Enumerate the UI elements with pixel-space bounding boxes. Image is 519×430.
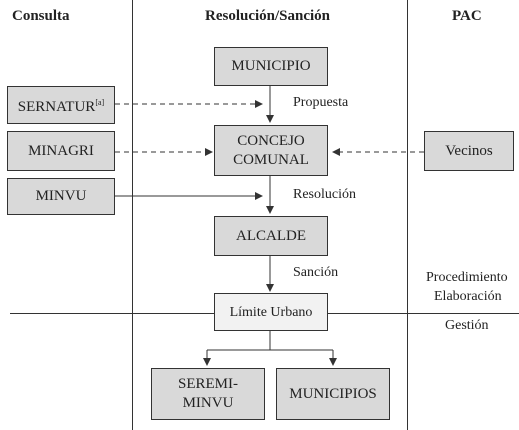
label-elaboracion: Elaboración [434,289,502,304]
node-seremi-minvu: SEREMI- MINVU [151,368,265,420]
column-header-consulta: Consulta [12,8,70,24]
node-municipios-label: MUNICIPIOS [289,385,377,402]
column-header-resolucion: Resolución/Sanción [205,8,331,24]
node-alcalde-label: ALCALDE [236,227,306,244]
node-minagri: MINAGRI [7,131,115,171]
column-divider-right [407,0,408,430]
node-seremi-line1: SEREMI- [178,376,238,392]
label-resolucion: Resolución [293,187,356,202]
column-divider-left [132,0,133,430]
node-sernatur: SERNATUR[a] [7,86,115,124]
node-concejo-label: CONCEJO COMUNAL [233,132,309,170]
node-vecinos: Vecinos [424,131,514,171]
node-vecinos-label: Vecinos [445,142,493,159]
column-header-pac: PAC [452,8,482,24]
node-municipios: MUNICIPIOS [276,368,390,420]
node-concejo-line2: COMUNAL [233,151,309,168]
node-alcalde: ALCALDE [214,216,328,256]
node-municipio-label: MUNICIPIO [231,58,311,74]
node-concejo-line1: CONCEJO [237,132,305,149]
node-limite-label: Límite Urbano [229,304,313,320]
label-procedimiento: Procedimiento [426,270,508,285]
node-seremi-label: SEREMI- MINVU [178,375,238,413]
node-minagri-label: MINAGRI [28,142,94,159]
node-sernatur-text: SERNATUR [17,99,96,115]
node-seremi-line2: MINVU [182,395,234,411]
node-concejo-comunal: CONCEJO COMUNAL [214,125,328,176]
node-minvu-label: MINVU [35,188,87,204]
node-limite-urbano: Límite Urbano [214,293,328,331]
label-sancion: Sanción [293,265,339,280]
node-minvu: MINVU [7,178,115,215]
node-sernatur-footnote: [a] [95,98,105,107]
node-municipio: MUNICIPIO [214,47,328,86]
node-sernatur-label: SERNATUR[a] [18,93,104,117]
label-propuesta: Propuesta [293,95,349,110]
label-gestion: Gestión [445,318,489,333]
